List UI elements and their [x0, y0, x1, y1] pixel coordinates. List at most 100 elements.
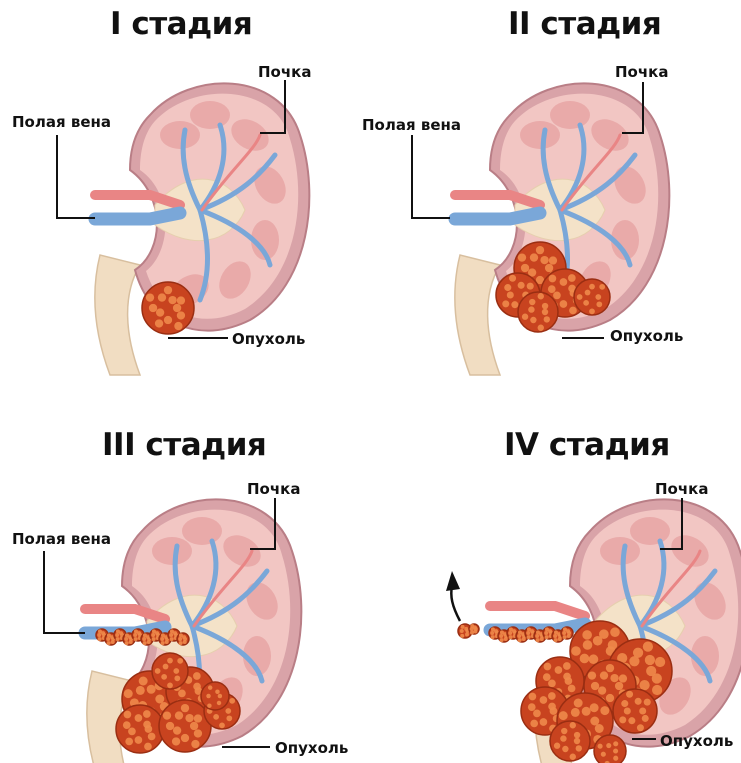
tumor-nodule — [193, 672, 201, 680]
tumor-nodule — [543, 673, 551, 681]
vena-cava-label: Полая вена — [362, 116, 461, 134]
tumor-nodule — [502, 300, 509, 307]
tumor-nodule — [494, 629, 498, 633]
tumor-nodule — [582, 630, 592, 640]
tumor-nodule — [116, 637, 120, 641]
tumor-nodule — [606, 694, 614, 702]
tumor-nodule — [225, 708, 231, 714]
tumor-nodule — [628, 717, 635, 724]
renal-pyramid — [160, 121, 200, 149]
tumor-nodule — [591, 682, 599, 690]
tumor-nodule — [135, 736, 143, 744]
tumor-nodule — [545, 264, 553, 272]
tumor-nodule — [643, 642, 653, 652]
tumor-lobule — [613, 689, 657, 733]
tumor-nodule — [460, 629, 464, 633]
tumor-nodule — [218, 694, 222, 698]
tumor-nodule — [529, 299, 535, 305]
tumor-nodule — [540, 256, 548, 264]
tumor-nodule — [553, 292, 561, 300]
tumor-nodule — [143, 641, 147, 645]
tumor-nodule — [508, 631, 512, 635]
tumor-nodule — [589, 284, 595, 290]
tumor-nodule — [562, 746, 568, 752]
tumor-nodule — [134, 637, 138, 641]
tumor-nodule — [161, 641, 165, 645]
tumor-nodule — [146, 293, 154, 301]
tumor-nodule — [527, 635, 531, 639]
tumor-nodule — [589, 309, 595, 315]
tumor-nodule — [158, 293, 166, 301]
tumor-nodule — [567, 634, 571, 638]
renal-pyramid — [550, 101, 590, 129]
callout-line — [57, 135, 95, 218]
tumor-nodule — [136, 686, 145, 695]
tumor-nodule — [194, 714, 202, 722]
tumor-nodule — [183, 640, 187, 644]
tumor-label: Опухоль — [275, 739, 348, 757]
tumor-nodule — [151, 633, 155, 637]
tumor-nodule — [101, 631, 105, 635]
tumor-nodule — [518, 638, 522, 642]
tumor-nodule — [528, 306, 534, 312]
tumor-nodule — [181, 734, 189, 742]
tumor-nodule — [98, 637, 102, 641]
tumor-nodule — [570, 722, 576, 728]
renal-vein — [455, 213, 540, 219]
tumor-label: Опухоль — [610, 327, 683, 345]
tumor-nodule — [143, 721, 151, 729]
tumor-nodule — [522, 314, 528, 320]
tumor-nodule — [606, 743, 611, 748]
tumor-nodule — [610, 674, 618, 682]
tumor-nodule — [606, 664, 614, 672]
tumor-nodule — [588, 671, 596, 679]
callout-line — [44, 551, 85, 633]
stage-3-panel: III стадия Почка Полая вена Опухоль — [0, 381, 370, 762]
tumor-nodule — [590, 717, 599, 726]
tumor-lobule — [116, 705, 164, 753]
tumor-nodule — [644, 699, 651, 706]
tumor-nodule — [583, 300, 589, 306]
tumor-nodule — [580, 654, 590, 664]
tumor-nodule — [652, 673, 662, 683]
tumor-nodule — [219, 723, 225, 729]
tumor-nodule — [655, 657, 665, 667]
tumor-nodule — [635, 698, 642, 705]
tumor-nodule — [560, 278, 568, 286]
tumor-nodule — [540, 718, 548, 726]
tumor-nodule — [548, 629, 552, 633]
tumor-nodule — [193, 683, 201, 691]
tumor-nodule — [563, 673, 571, 681]
tumor-nodule — [563, 635, 567, 639]
tumor-nodule — [167, 658, 173, 664]
tumor-nodule — [548, 285, 556, 293]
tumor-nodule — [624, 707, 631, 714]
tumor-nodule — [164, 286, 172, 294]
renal-artery — [85, 609, 165, 619]
tumor-nodule — [97, 633, 101, 637]
tumor-nodule — [465, 632, 469, 636]
tumor-nodule — [107, 641, 111, 645]
tumor-nodule — [165, 640, 169, 644]
tumor-nodule — [574, 699, 583, 708]
tumor-nodule — [598, 744, 603, 749]
tumor-nodule — [536, 246, 544, 254]
tumor-nodule — [571, 708, 580, 717]
tumor-lobule — [201, 682, 229, 710]
tumor-nodule — [637, 724, 644, 731]
tumor-nodule — [504, 637, 508, 641]
tumor-nodule — [570, 754, 576, 760]
tumor-nodule — [600, 671, 608, 679]
tumor-nodule — [608, 640, 618, 650]
tumor-nodule — [507, 291, 514, 298]
tumor-nodule — [208, 685, 212, 689]
tumor-nodule — [213, 714, 219, 720]
tumor-nodule — [181, 704, 189, 712]
tumor-nodule — [544, 663, 552, 671]
tumor-lobule — [594, 735, 626, 763]
tumor-lobule — [550, 721, 590, 761]
tumor-nodule — [175, 711, 183, 719]
tumor-nodule — [555, 666, 563, 674]
tumor-nodule — [123, 721, 131, 729]
tumor-nodule — [601, 752, 606, 757]
